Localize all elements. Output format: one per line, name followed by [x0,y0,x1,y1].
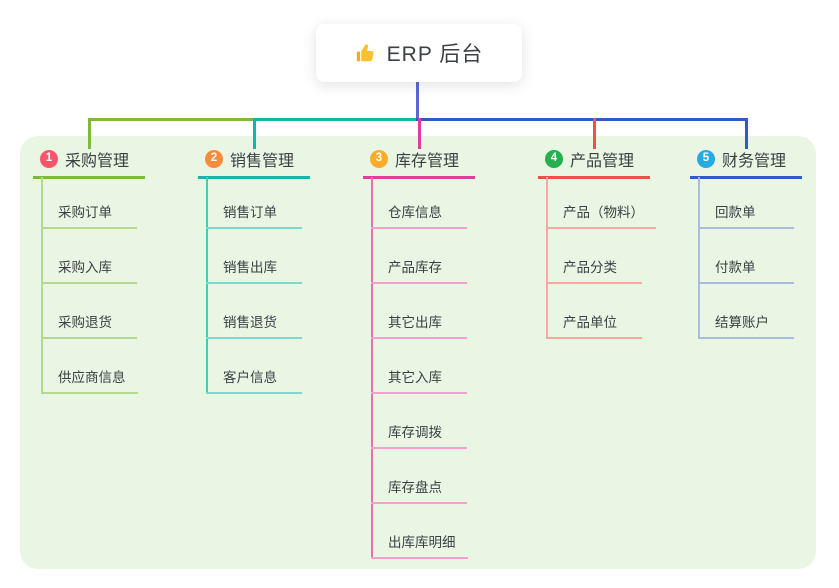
connector-drop-product [593,118,596,149]
child-node-label: 销售出库 [223,260,277,275]
child-node-label: 产品分类 [563,260,617,275]
child-node-label: 采购退货 [58,315,112,330]
child-node-label: 回款单 [715,205,756,220]
branch-rail-product [546,177,548,339]
branch-finance: 5 财务管理回款单付款单结算账户 [690,148,839,339]
thumbs-up-icon [355,42,377,64]
child-node-label: 产品单位 [563,315,617,330]
branch-title-label: 产品管理 [570,153,635,170]
branch-title-product[interactable]: 4 产品管理 [538,148,650,179]
branch-sales: 2 销售管理销售订单销售出库销售退货客户信息 [198,148,368,394]
branch-title-inventory[interactable]: 3 库存管理 [363,148,475,179]
child-node[interactable]: 仓库信息 [371,193,467,229]
branch-title-sales[interactable]: 2 销售管理 [198,148,310,179]
child-node-label: 客户信息 [223,370,277,385]
connector-root-drop [416,82,419,119]
branch-badge-purchase: 1 [40,150,58,168]
child-node-label: 库存盘点 [388,480,442,495]
branch-title-label: 采购管理 [65,153,130,170]
child-node-label: 产品库存 [388,260,442,275]
child-node[interactable]: 客户信息 [206,358,302,394]
child-node[interactable]: 其它出库 [371,303,467,339]
child-node-label: 仓库信息 [388,205,442,220]
child-node[interactable]: 采购订单 [41,193,137,229]
child-node[interactable]: 产品分类 [546,248,642,284]
root-node[interactable]: ERP 后台 [316,24,522,82]
branch-rail-sales [206,177,208,394]
child-node-label: 采购入库 [58,260,112,275]
branch-purchase: 1 采购管理采购订单采购入库采购退货供应商信息 [33,148,203,394]
connector-drop-purchase [88,118,91,149]
branch-title-finance[interactable]: 5 财务管理 [690,148,802,179]
branch-rail-inventory [371,177,373,559]
branch-rail-purchase [41,177,43,394]
child-node[interactable]: 采购退货 [41,303,137,339]
branch-title-purchase[interactable]: 1 采购管理 [33,148,145,179]
child-node[interactable]: 供应商信息 [41,358,138,394]
connector-drop-inventory [418,118,421,149]
child-node-label: 出库库明细 [388,535,456,550]
child-node[interactable]: 出库库明细 [371,523,468,559]
child-node[interactable]: 付款单 [698,248,794,284]
branch-title-label: 销售管理 [230,153,295,170]
child-node[interactable]: 销售退货 [206,303,302,339]
child-node[interactable]: 库存盘点 [371,468,467,504]
child-node[interactable]: 产品库存 [371,248,467,284]
branch-product: 4 产品管理产品（物料） 产品分类产品单位 [538,148,708,339]
child-node-label: 库存调拨 [388,425,442,440]
child-node-label: 结算账户 [715,315,769,330]
connector-drop-finance [745,118,748,149]
child-node-label: 销售退货 [223,315,277,330]
child-node[interactable]: 产品单位 [546,303,642,339]
child-node-label: 供应商信息 [58,370,126,385]
child-node-label: 其它入库 [388,370,442,385]
branch-title-label: 库存管理 [395,153,460,170]
branch-rail-finance [698,177,700,339]
child-node[interactable]: 销售订单 [206,193,302,229]
branch-inventory: 3 库存管理仓库信息产品库存其它出库其它入库库存调拨库存盘点出库库明细 [363,148,533,559]
child-node-label: 销售订单 [223,205,277,220]
branch-badge-sales: 2 [205,150,223,168]
child-node[interactable]: 库存调拨 [371,413,467,449]
child-node-label: 付款单 [715,260,756,275]
child-node[interactable]: 产品（物料） [546,193,656,229]
branch-badge-finance: 5 [697,150,715,168]
branch-badge-product: 4 [545,150,563,168]
child-node-label: 产品（物料） [563,205,644,220]
root-node-label: ERP 后台 [386,43,484,66]
connector-bus-right [416,118,747,121]
child-node[interactable]: 采购入库 [41,248,137,284]
branch-title-label: 财务管理 [722,153,787,170]
child-node[interactable]: 销售出库 [206,248,302,284]
child-node[interactable]: 其它入库 [371,358,467,394]
branches-panel [20,136,816,569]
branch-badge-inventory: 3 [370,150,388,168]
connector-bus-left [88,118,255,121]
child-node[interactable]: 结算账户 [698,303,794,339]
connector-drop-sales [253,118,256,149]
child-node[interactable]: 回款单 [698,193,794,229]
child-node-label: 其它出库 [388,315,442,330]
child-node-label: 采购订单 [58,205,112,220]
connector-bus-mid [254,118,418,121]
